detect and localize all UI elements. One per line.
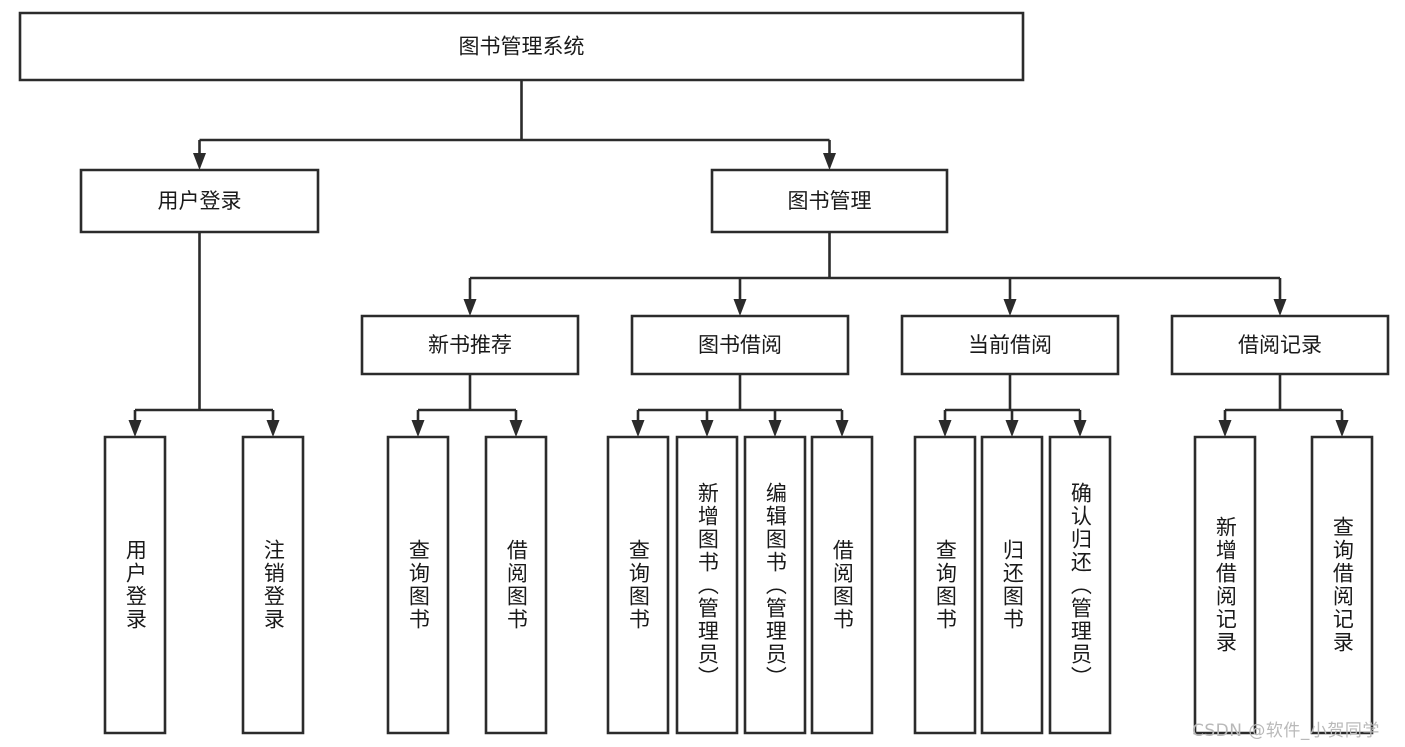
node-box-leaf-query-record[interactable]: [1312, 437, 1372, 733]
node-label-root: 图书管理系统: [459, 35, 585, 59]
connector-group-new-book-recommend: [411, 374, 523, 437]
node-box-leaf-borrow-book[interactable]: [812, 437, 872, 733]
node-label-borrow-record: 借阅记录: [1238, 333, 1322, 357]
arrow-head-icon: [938, 420, 952, 437]
arrow-head-icon: [823, 153, 836, 170]
node-box-leaf-query-book-current[interactable]: [915, 437, 975, 733]
node-box-leaf-add-record[interactable]: [1195, 437, 1255, 733]
arrow-head-icon: [266, 420, 280, 437]
node-box-leaf-return-book[interactable]: [982, 437, 1042, 733]
connector-group-book-manage: [463, 232, 1287, 316]
arrow-head-icon: [1335, 420, 1349, 437]
node-label-user-login: 用户登录: [158, 189, 242, 213]
node-box-user-login[interactable]: [81, 170, 318, 232]
arrow-head-icon: [509, 420, 523, 437]
csdn-watermark: CSDN @软件_小贺同学: [1192, 721, 1380, 741]
node-box-leaf-query-book-borrow[interactable]: [608, 437, 668, 733]
node-box-book-manage[interactable]: [712, 170, 947, 232]
node-box-root[interactable]: [20, 13, 1023, 80]
node-box-borrow-record[interactable]: [1172, 316, 1388, 374]
connector-group-root: [193, 80, 836, 170]
arrow-head-icon: [411, 420, 425, 437]
connector-layer: [128, 80, 1349, 437]
arrow-head-icon: [768, 420, 782, 437]
node-box-leaf-borrow-book-rec[interactable]: [486, 437, 546, 733]
arrow-head-icon: [463, 299, 477, 316]
node-box-leaf-confirm-return[interactable]: [1050, 437, 1110, 733]
node-box-new-book-recommend[interactable]: [362, 316, 578, 374]
node-label-book-manage: 图书管理: [788, 189, 872, 213]
arrow-head-icon: [1218, 420, 1232, 437]
arrow-head-icon: [1073, 420, 1087, 437]
arrow-head-icon: [631, 420, 645, 437]
node-label-book-borrow: 图书借阅: [698, 333, 782, 357]
arrow-head-icon: [700, 420, 714, 437]
connector-group-borrow-record: [1218, 374, 1349, 437]
connector-group-book-borrow: [631, 374, 849, 437]
arrow-head-icon: [1273, 299, 1287, 316]
node-box-leaf-add-book[interactable]: [677, 437, 737, 733]
arrow-head-icon: [1005, 420, 1019, 437]
node-box-current-borrow[interactable]: [902, 316, 1118, 374]
node-label-new-book-recommend: 新书推荐: [428, 333, 512, 357]
arrow-head-icon: [835, 420, 849, 437]
arrow-head-icon: [733, 299, 747, 316]
node-box-leaf-edit-book[interactable]: [745, 437, 805, 733]
node-label-current-borrow: 当前借阅: [968, 333, 1052, 357]
node-box-book-borrow[interactable]: [632, 316, 848, 374]
node-box-layer: [20, 13, 1388, 733]
arrow-head-icon: [128, 420, 142, 437]
node-box-leaf-query-book-rec[interactable]: [388, 437, 448, 733]
node-box-leaf-logout[interactable]: [243, 437, 303, 733]
arrow-head-icon: [193, 153, 206, 170]
arrow-head-icon: [1003, 299, 1017, 316]
node-box-leaf-user-login[interactable]: [105, 437, 165, 733]
connector-group-user-login: [128, 232, 280, 437]
connector-group-current-borrow: [938, 374, 1087, 437]
